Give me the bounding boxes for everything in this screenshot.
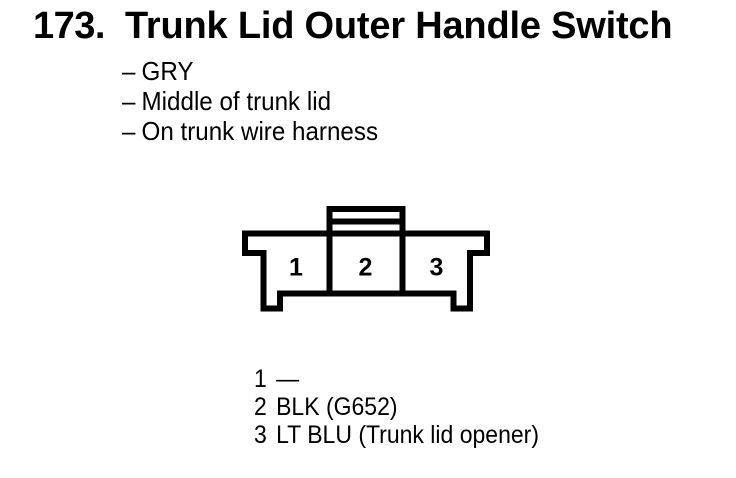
- connector-3pin-diagram: 1 2 3: [242, 206, 490, 312]
- pin-cavity-label-2: 2: [359, 254, 373, 282]
- note-location: – Middle of trunk lid: [122, 86, 378, 116]
- note-harness: – On trunk wire harness: [122, 116, 378, 146]
- note-text: GRY: [141, 56, 194, 86]
- dash-bullet: –: [122, 116, 136, 146]
- pin-wire: —: [276, 365, 300, 393]
- pin-number: 3: [254, 421, 267, 449]
- note-connector-color: – GRY: [122, 56, 378, 86]
- pinout-row-3: 3 LT BLU (Trunk lid opener): [254, 421, 539, 449]
- pin-cavity-label-3: 3: [430, 254, 444, 282]
- pinout-row-2: 2 BLK (G652): [254, 393, 539, 421]
- dash-bullet: –: [122, 56, 136, 86]
- pin-wire: BLK (G652): [276, 393, 398, 421]
- pinout-row-1: 1 —: [254, 365, 539, 393]
- pinout-legend: 1 — 2 BLK (G652) 3 LT BLU (Trunk lid ope…: [254, 365, 564, 449]
- figure-header: 173. Trunk Lid Outer Handle Switch: [33, 5, 673, 48]
- note-text: On trunk wire harness: [141, 116, 379, 146]
- connector-lock-tab: [326, 206, 406, 294]
- pin-number: 2: [254, 393, 267, 421]
- connector-body-outline: [242, 230, 490, 312]
- note-text: Middle of trunk lid: [141, 86, 332, 116]
- pin-wire: LT BLU (Trunk lid opener): [276, 421, 539, 449]
- pin-number: 1: [254, 365, 267, 393]
- figure-number: 173.: [33, 5, 105, 47]
- connector-notes: – GRY – Middle of trunk lid – On trunk w…: [122, 56, 397, 146]
- dash-bullet: –: [122, 86, 136, 116]
- pin-cavity-label-1: 1: [289, 254, 303, 282]
- page-title: Trunk Lid Outer Handle Switch: [125, 5, 673, 47]
